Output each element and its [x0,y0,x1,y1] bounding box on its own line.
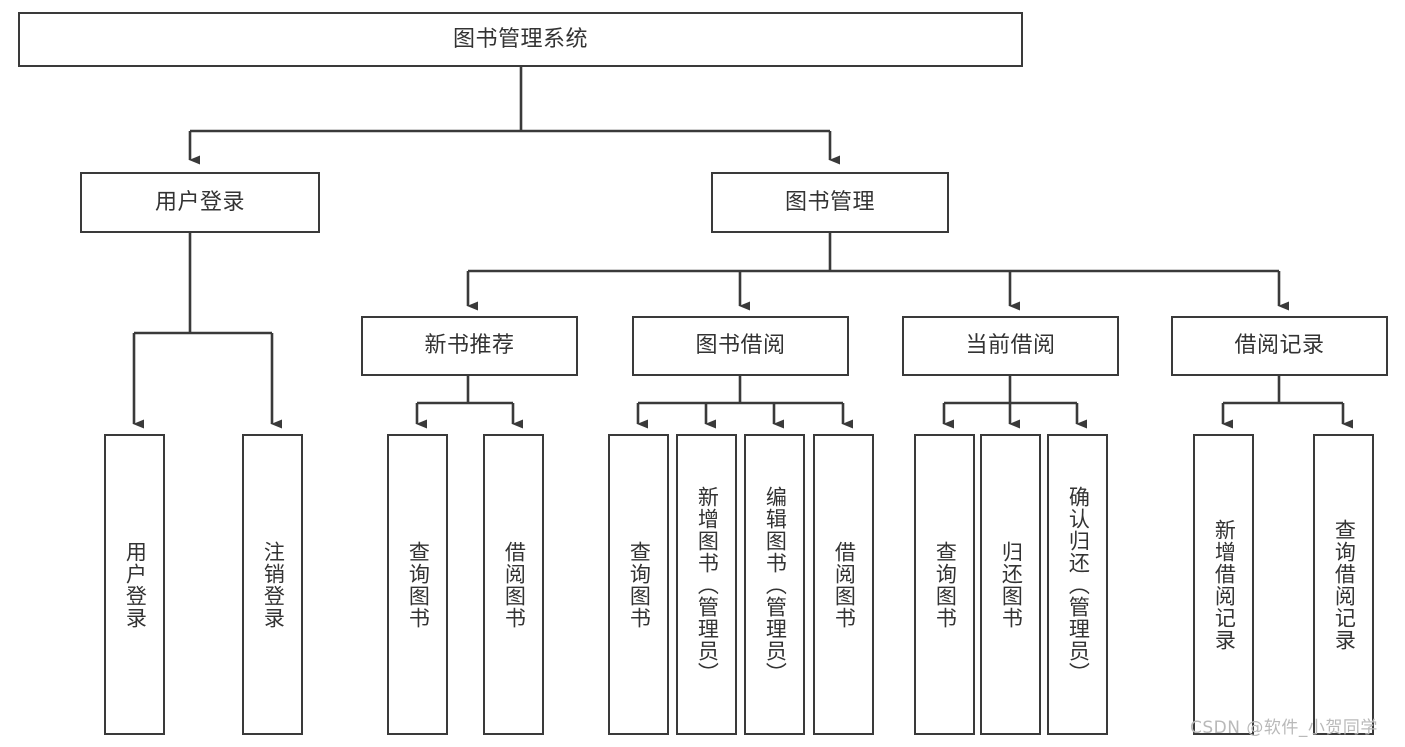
node-label: 借阅图书 [832,540,857,629]
node-book-management[interactable]: 图书管理 [711,172,949,233]
node-user-login[interactable]: 用户登录 [80,172,320,233]
node-label: 新书推荐 [424,333,515,359]
node-new-book-recommend[interactable]: 新书推荐 [361,316,578,376]
leaf-user-login-login[interactable]: 用户登录 [104,434,165,735]
leaf-borrow-record-query[interactable]: 查询借阅记录 [1313,434,1374,735]
node-label: 确认归还（管理员） [1066,485,1091,684]
node-label: 图书管理 [784,189,875,215]
node-label: 用户登录 [154,189,245,215]
leaf-book-borrow-query[interactable]: 查询图书 [608,434,669,735]
node-label: 新增图书（管理员） [695,485,720,684]
node-label: 查询借阅记录 [1332,518,1357,651]
node-label: 借阅图书 [502,540,527,629]
node-root-book-management-system[interactable]: 图书管理系统 [18,12,1023,67]
node-label: 图书借阅 [695,333,786,359]
node-label: 当前借阅 [965,333,1056,359]
node-label: 查询图书 [406,540,431,629]
leaf-current-borrow-query[interactable]: 查询图书 [914,434,975,735]
node-label: 注销登录 [261,540,286,629]
leaf-borrow-record-add[interactable]: 新增借阅记录 [1193,434,1254,735]
leaf-book-borrow-borrow[interactable]: 借阅图书 [813,434,874,735]
leaf-new-book-borrow[interactable]: 借阅图书 [483,434,544,735]
node-label: 归还图书 [999,540,1024,629]
node-borrow-record[interactable]: 借阅记录 [1171,316,1388,376]
node-current-borrow[interactable]: 当前借阅 [902,316,1119,376]
watermark-csdn: CSDN @软件_小贺同学 [1190,718,1378,738]
leaf-current-borrow-confirm-return[interactable]: 确认归还（管理员） [1047,434,1108,735]
node-label: 新增借阅记录 [1212,518,1237,651]
node-book-borrow[interactable]: 图书借阅 [632,316,849,376]
node-label: 查询图书 [933,540,958,629]
leaf-user-login-logout[interactable]: 注销登录 [242,434,303,735]
leaf-book-borrow-edit[interactable]: 编辑图书（管理员） [744,434,805,735]
node-label: 借阅记录 [1234,333,1325,359]
node-label: 编辑图书（管理员） [763,485,788,684]
node-label: 查询图书 [627,540,652,629]
node-label: 用户登录 [123,540,148,629]
leaf-current-borrow-return[interactable]: 归还图书 [980,434,1041,735]
leaf-new-book-query[interactable]: 查询图书 [387,434,448,735]
leaf-book-borrow-add[interactable]: 新增图书（管理员） [676,434,737,735]
node-label: 图书管理系统 [452,26,588,52]
